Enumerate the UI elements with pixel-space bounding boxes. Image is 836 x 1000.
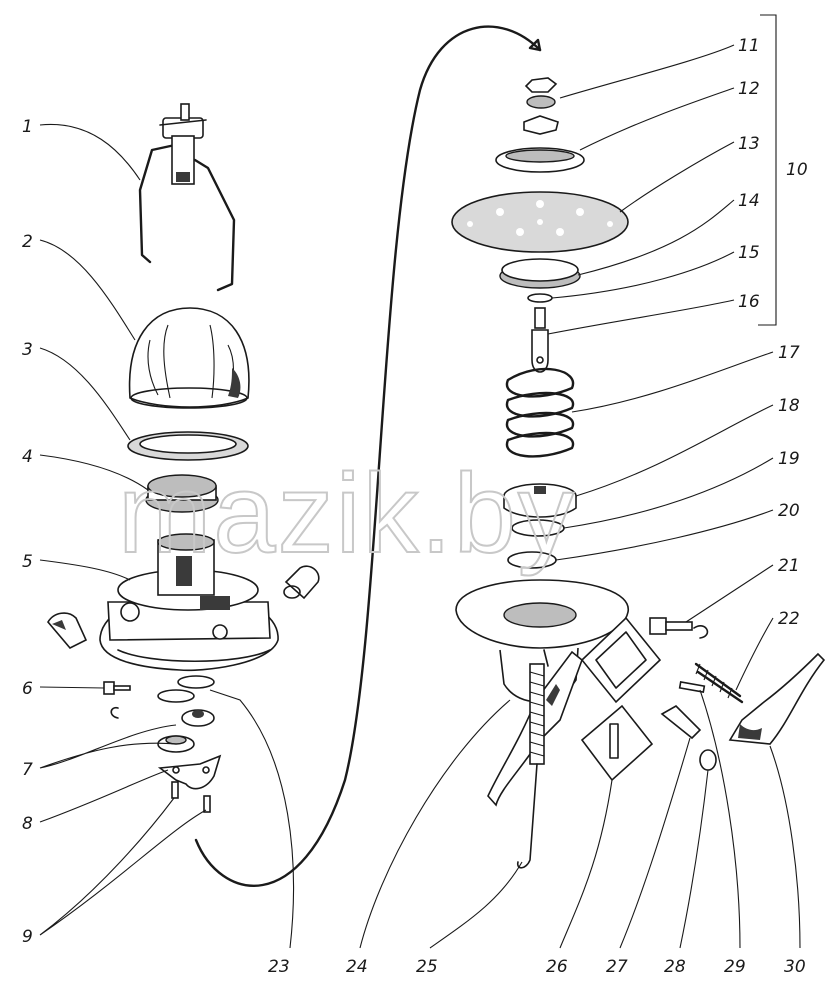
part-7-valves bbox=[157, 709, 215, 753]
part-25-spring bbox=[516, 649, 549, 869]
part-5-pump-upper-body bbox=[99, 533, 279, 672]
leader-lines bbox=[39, 44, 801, 949]
callout-19: 19 bbox=[778, 449, 800, 469]
part-16-pull-rod bbox=[531, 307, 549, 373]
part-17-spring bbox=[505, 367, 575, 458]
fitting-elbow-left bbox=[47, 612, 88, 649]
callout-30: 30 bbox=[784, 957, 806, 977]
callout-6: 6 bbox=[22, 679, 33, 699]
part-8-retainer-plate bbox=[157, 754, 222, 790]
callout-13: 13 bbox=[738, 134, 760, 154]
callout-17: 17 bbox=[778, 343, 800, 363]
callout-24: 24 bbox=[346, 957, 368, 977]
callout-29: 29 bbox=[724, 957, 746, 977]
callout-4: 4 bbox=[22, 447, 33, 467]
fitting-elbow-right bbox=[283, 565, 320, 600]
callout-22: 22 bbox=[778, 609, 800, 629]
part-21-bolt bbox=[649, 617, 709, 639]
group-bracket-10 bbox=[758, 14, 777, 326]
callout-15: 15 bbox=[738, 243, 760, 263]
callout-23: 23 bbox=[268, 957, 290, 977]
part-29-pin bbox=[678, 681, 706, 693]
callout-5: 5 bbox=[22, 552, 33, 572]
part-30-rocker-arm bbox=[728, 652, 826, 745]
part-22-stud bbox=[694, 662, 744, 704]
callout-2: 2 bbox=[22, 232, 33, 252]
part-12-cup-washer bbox=[495, 115, 585, 173]
part-9-screws bbox=[171, 781, 211, 813]
part-13-diaphragm bbox=[451, 191, 629, 253]
part-2-glass-bowl bbox=[128, 307, 250, 409]
callout-1: 1 bbox=[22, 117, 33, 137]
part-3-gasket bbox=[127, 431, 249, 461]
callout-12: 12 bbox=[738, 79, 760, 99]
part-6-screw bbox=[103, 681, 131, 719]
callout-3: 3 bbox=[22, 340, 33, 360]
part-15-washer bbox=[527, 293, 553, 303]
assembly-arrow bbox=[194, 25, 542, 887]
part-11-nut bbox=[524, 77, 558, 109]
callout-26: 26 bbox=[546, 957, 568, 977]
callout-18: 18 bbox=[778, 396, 800, 416]
callout-10: 10 bbox=[786, 160, 808, 180]
part-18-seal-cup bbox=[503, 483, 577, 518]
callout-8: 8 bbox=[22, 814, 33, 834]
part-23-valve-gaskets bbox=[157, 675, 215, 703]
callout-20: 20 bbox=[778, 501, 800, 521]
part-26-flange-gasket bbox=[580, 616, 662, 782]
callout-14: 14 bbox=[738, 191, 760, 211]
callout-11: 11 bbox=[738, 36, 760, 56]
watermark: mazik.by bbox=[118, 451, 576, 576]
part-28-bushing bbox=[699, 749, 717, 771]
callout-28: 28 bbox=[664, 957, 686, 977]
callout-21: 21 bbox=[778, 556, 800, 576]
part-1-stirrup-clamp bbox=[138, 103, 236, 292]
callout-7: 7 bbox=[22, 760, 33, 780]
part-24-lower-body bbox=[455, 579, 629, 807]
callout-16: 16 bbox=[738, 292, 760, 312]
callout-9: 9 bbox=[22, 927, 33, 947]
callout-labels: 1 2 3 4 5 6 7 8 9 10 11 12 13 14 15 16 1… bbox=[22, 36, 808, 977]
part-4-filter-screen bbox=[145, 474, 219, 513]
callout-25: 25 bbox=[416, 957, 438, 977]
part-27-link-plate bbox=[660, 705, 702, 740]
part-14-lower-cup bbox=[499, 258, 581, 289]
callout-27: 27 bbox=[606, 957, 628, 977]
